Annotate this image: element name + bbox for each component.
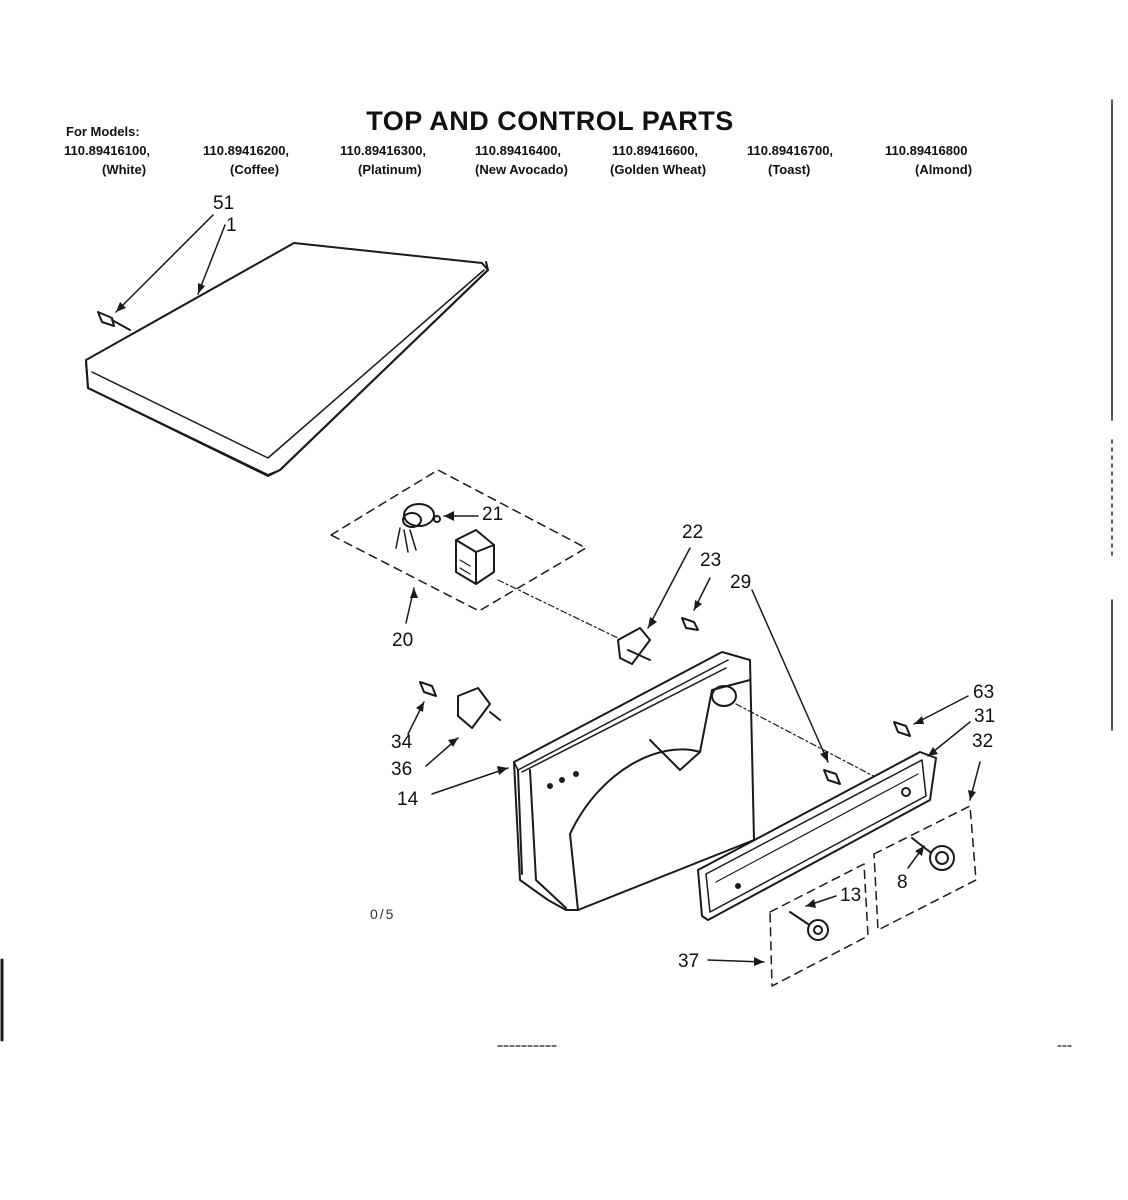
callout-23: 23 (700, 550, 722, 571)
arrow-63 (914, 716, 924, 724)
model-color: (Almond) (915, 162, 973, 177)
leader-1 (197, 224, 226, 295)
kit-box-32 (873, 805, 977, 931)
model-number: 110.89416300, (340, 143, 427, 158)
switch-block (455, 529, 495, 585)
callout-36: 36 (391, 759, 413, 780)
arrow-37 (754, 957, 764, 966)
arrow-21 (444, 511, 454, 521)
callout-29: 29 (730, 572, 752, 593)
switch-36 (457, 687, 501, 729)
arrow-1 (198, 283, 205, 294)
arrow-23 (694, 600, 702, 610)
leader-63 (913, 695, 969, 725)
knob-8 (911, 837, 955, 871)
screw-63 (893, 721, 911, 737)
model-number: 110.89416700, (747, 143, 834, 158)
screw-34 (419, 681, 437, 697)
model-color: (New Avocado) (475, 162, 568, 177)
callout-51: 51 (213, 193, 235, 214)
leader-51 (115, 214, 214, 313)
callout-63: 63 (973, 682, 995, 703)
screw-23 (681, 617, 699, 631)
screw-29 (823, 769, 841, 785)
arrow-20 (410, 588, 418, 598)
bracket-22 (617, 627, 651, 665)
arrow-36 (448, 738, 458, 747)
top-panel (85, 242, 489, 477)
assembly-line (735, 703, 901, 791)
model-number: 110.89416800 (885, 143, 968, 158)
arrow-22 (648, 617, 657, 628)
for-models-label: For Models: (66, 124, 140, 139)
screw-51 (97, 311, 131, 331)
model-number: 110.89416200, (203, 143, 290, 158)
assembly-line (497, 579, 623, 641)
callout-1: 1 (226, 215, 237, 236)
kit-box-20 (330, 469, 587, 612)
arrow-34 (416, 702, 424, 712)
page-mark: 0/5 (370, 906, 396, 922)
callout-13: 13 (840, 885, 862, 906)
arrow-29 (820, 751, 828, 762)
model-color: (Golden Wheat) (610, 162, 707, 177)
knob-13 (789, 911, 829, 941)
model-number: 110.89416100, (64, 143, 151, 158)
kit-box-37 (769, 863, 869, 987)
callout-20: 20 (392, 630, 414, 651)
leader-22 (647, 547, 691, 629)
model-color: (Coffee) (230, 162, 280, 177)
control-panel-31 (697, 751, 937, 921)
leader-14 (431, 767, 509, 795)
model-color: (White) (102, 162, 147, 177)
callout-14: 14 (397, 789, 419, 810)
diagram-title: TOP AND CONTROL PARTS (366, 106, 734, 136)
callout-21: 21 (482, 504, 504, 525)
thermostat-21 (395, 503, 441, 553)
callout-37: 37 (678, 951, 700, 972)
callout-8: 8 (897, 872, 908, 893)
model-color: (Toast) (768, 162, 811, 177)
model-color: (Platinum) (358, 162, 422, 177)
arrow-32 (968, 790, 976, 800)
leader-29 (751, 589, 829, 763)
callout-32: 32 (972, 731, 994, 752)
model-number: 110.89416600, (612, 143, 699, 158)
arrow-14 (497, 766, 508, 775)
callout-22: 22 (682, 522, 704, 543)
console-panel-14 (513, 651, 755, 911)
arrow-13 (806, 899, 816, 908)
model-number: 110.89416400, (475, 143, 562, 158)
callout-34: 34 (391, 732, 413, 753)
arrow-31 (928, 747, 938, 756)
arrow-8 (915, 846, 924, 856)
callout-31: 31 (974, 706, 996, 727)
arrow-51 (116, 302, 126, 312)
